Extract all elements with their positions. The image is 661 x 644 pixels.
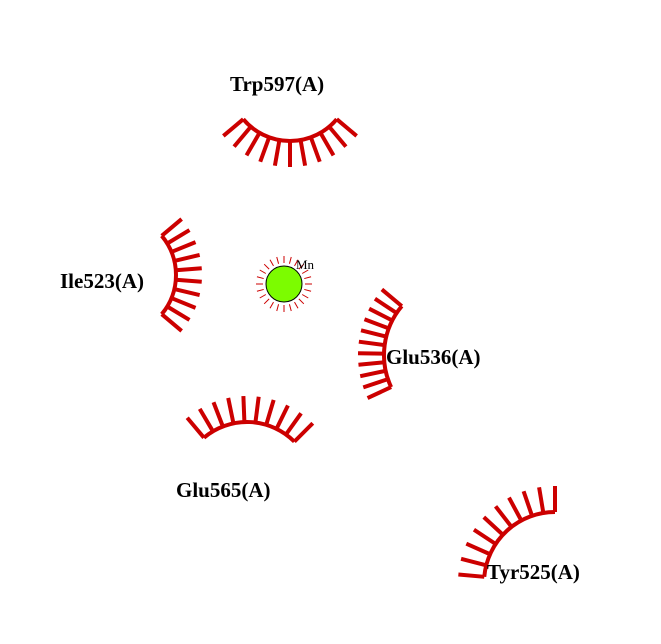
contact-spoke-glu536: [363, 317, 390, 331]
contact-spoke-tyr525: [507, 496, 524, 522]
contact-arc-glu536: [382, 304, 404, 388]
contact-spoke-glu565: [185, 416, 206, 439]
ion-halo-tick: [301, 269, 309, 274]
contact-spoke-trp597: [222, 117, 245, 138]
contact-spoke-trp597: [308, 136, 322, 163]
contact-spoke-trp597: [244, 131, 262, 157]
contact-spoke-glu565: [211, 401, 225, 428]
contact-spoke-glu536: [373, 297, 398, 315]
contact-spoke-ile523: [175, 277, 202, 284]
contact-spoke-glu565: [226, 397, 236, 424]
ion-halo-tick: [269, 301, 274, 309]
contact-arc-trp597: [241, 117, 339, 143]
ion-halo-tick: [304, 276, 312, 280]
contact-spoke-ile523: [166, 228, 191, 246]
ion-halo-tick: [256, 276, 264, 280]
contact-spoke-glu565: [253, 396, 261, 423]
contact-spoke-trp597: [232, 125, 253, 148]
contact-spoke-ile523: [160, 217, 183, 238]
ion-halo-tick: [294, 259, 299, 267]
residue-label-trp597: Trp597(A): [230, 72, 324, 96]
ion-halo-tick: [276, 304, 280, 312]
contact-spoke-tyr525: [493, 505, 514, 529]
contact-spoke-glu536: [359, 368, 387, 379]
contact-arc-glu565: [202, 420, 296, 444]
contact-spoke-glu565: [264, 399, 276, 426]
contact-spoke-tyr525: [465, 541, 491, 557]
contact-spoke-glu565: [292, 421, 315, 444]
contact-spoke-ile523: [166, 304, 191, 322]
ion-halo-tick: [288, 256, 292, 264]
contact-spoke-trp597: [335, 117, 358, 138]
contact-spoke-ile523: [173, 252, 201, 263]
residue-label-glu536: Glu536(A): [386, 345, 481, 369]
contact-arc-ile523: [160, 234, 178, 316]
hydrophobic-contact-arcs: [160, 117, 557, 579]
ion-label: Mn: [296, 257, 315, 272]
contact-spoke-trp597: [272, 139, 282, 167]
ion-halo-tick: [304, 288, 312, 292]
ion-halo-tick: [276, 256, 280, 264]
contact-spoke-tyr525: [472, 528, 497, 546]
ion-halo-tick: [259, 294, 267, 299]
ion-halo-tick: [294, 301, 299, 309]
contact-spoke-ile523: [160, 312, 183, 333]
contact-spoke-trp597: [258, 136, 272, 163]
ion-halo: [256, 256, 312, 312]
contact-spoke-ile523: [173, 287, 201, 298]
mn-ion-sphere: [265, 265, 303, 303]
contact-spoke-trp597: [318, 131, 336, 157]
contact-spoke-glu565: [274, 404, 290, 430]
ion-halo-tick: [298, 263, 305, 270]
contact-spoke-glu536: [362, 377, 389, 390]
contact-spoke-glu565: [197, 407, 215, 433]
ion-halo-tick: [269, 259, 274, 267]
contact-spoke-tyr525: [460, 556, 487, 568]
residue-label-tyr525: Tyr525(A): [487, 560, 580, 584]
ion-halo-tick: [259, 269, 267, 274]
contact-spoke-tyr525: [482, 515, 505, 537]
contact-spoke-glu536: [366, 385, 392, 400]
contact-spoke-tyr525: [521, 490, 534, 517]
ion-halo-tick: [263, 298, 270, 305]
contact-spoke-tyr525: [537, 486, 546, 514]
contact-spoke-glu536: [358, 360, 385, 367]
contact-arc-tyr525: [482, 510, 556, 577]
contact-spoke-ile523: [170, 296, 197, 310]
contact-spoke-glu536: [358, 339, 385, 348]
contact-spoke-ile523: [170, 240, 197, 254]
ion-halo-tick: [301, 294, 309, 299]
contact-spoke-glu536: [380, 287, 404, 308]
ion-halo-tick: [256, 288, 264, 292]
contact-spoke-glu536: [360, 328, 387, 339]
contact-spoke-trp597: [298, 139, 308, 167]
contact-spoke-glu536: [368, 306, 394, 323]
contact-spoke-ile523: [175, 266, 202, 273]
ion-halo-tick: [298, 298, 305, 305]
contact-spoke-glu565: [241, 395, 247, 423]
ion-halo-tick: [263, 263, 270, 270]
contact-spoke-trp597: [327, 125, 348, 148]
residue-label-glu565: Glu565(A): [176, 478, 271, 502]
contact-spoke-tyr525: [458, 572, 485, 579]
contact-spoke-glu565: [284, 412, 303, 436]
mn-ion: Mn: [256, 256, 315, 312]
ion-halo-tick: [288, 304, 292, 312]
residue-label-ile523: Ile523(A): [60, 269, 144, 293]
